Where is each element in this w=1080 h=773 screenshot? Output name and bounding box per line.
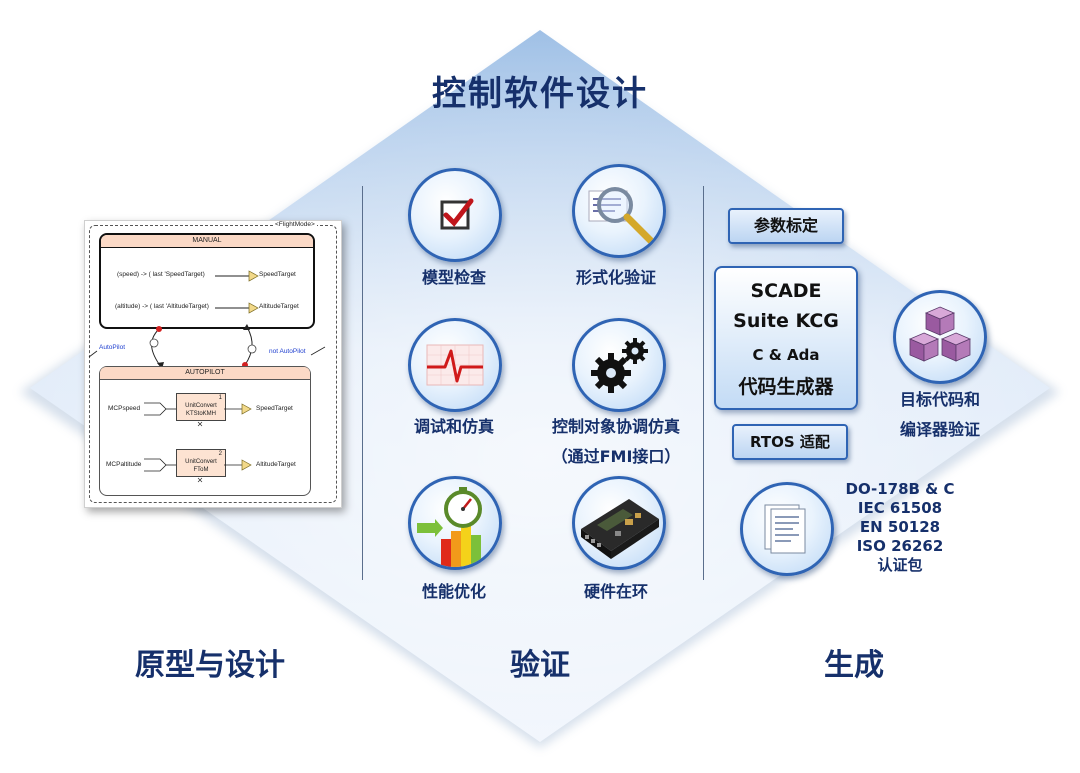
heartbeat-icon [408, 318, 502, 412]
autopilot-wires [144, 402, 252, 483]
frame-label: <FlightMode> [273, 221, 317, 228]
cert-line-en: EN 50128 [859, 518, 941, 536]
kcg-line3: C & Ada [752, 346, 820, 364]
state-manual-title: MANUAL [101, 235, 313, 248]
unit-convert-block-1: 1 UnitConvert KTStoKMH [176, 393, 226, 421]
state-machine-diagram: <FlightMode> MANUAL (speed) -> ( last 'S… [84, 220, 342, 508]
cert-line-do178: DO-178B & C [845, 480, 955, 498]
manual-row1-out: SpeedTarget [259, 271, 296, 278]
autopilot-in1: MCPspeed [108, 405, 141, 412]
document-icon [740, 482, 834, 576]
kcg-line2: Suite KCG [733, 310, 839, 332]
autopilot-out1: SpeedTarget [256, 405, 293, 412]
manual-row2-expr: (altitude) -> ( last 'AltitudeTarget) [115, 303, 209, 310]
verify-label-debug: 调试和仿真 [413, 417, 494, 436]
param-calibration-button[interactable]: 参数标定 [728, 208, 844, 244]
transition-autopilot: AutoPilot [99, 344, 126, 351]
state-autopilot: AUTOPILOT MCPspeed 1 UnitConvert KTStoKM… [99, 366, 311, 496]
target-label-line2: 编译器验证 [899, 420, 980, 439]
block1-sub: KTStoKMH [185, 411, 216, 417]
stopwatch-icon [408, 476, 502, 570]
verify-label-fmi: （通过FMI接口） [551, 447, 681, 466]
section-generation: 生成 [824, 648, 884, 683]
section-divider-right [703, 186, 704, 580]
block2-num: 2 [218, 451, 222, 457]
block1-name: UnitConvert [185, 403, 217, 409]
manual-arrows [215, 270, 259, 314]
checkbox-icon [408, 168, 502, 262]
transitions [88, 324, 326, 369]
target-label-line1: 目标代码和 [899, 390, 980, 409]
autopilot-out2: AltitudeTarget [256, 461, 296, 468]
section-divider-left [362, 186, 363, 580]
block2-name: UnitConvert [185, 459, 217, 465]
cubes-icon [893, 290, 987, 384]
section-prototype-design: 原型与设计 [135, 648, 285, 683]
transition-not-autopilot: not AutoPilot [269, 348, 306, 355]
magnifier-icon [572, 164, 666, 258]
block2-sub: FToM [193, 467, 209, 473]
gears-icon [572, 318, 666, 412]
cert-line-iso: ISO 26262 [856, 537, 944, 555]
flight-mode-frame [89, 225, 337, 503]
state-manual: MANUAL (speed) -> ( last 'SpeedTarget) S… [99, 233, 315, 329]
section-verification: 验证 [510, 648, 570, 683]
state-autopilot-title: AUTOPILOT [100, 367, 310, 380]
block1-num: 1 [218, 395, 222, 401]
kcg-line4: 代码生成器 [738, 376, 834, 398]
circuit-board-icon [572, 476, 666, 570]
verify-label-model-check: 模型检查 [421, 268, 486, 287]
page-title: 控制软件设计 [432, 74, 648, 114]
verify-label-cosim: 控制对象协调仿真 [551, 417, 680, 436]
kcg-code-generator-box: SCADE Suite KCG C & Ada 代码生成器 [714, 266, 858, 410]
rtos-adapter-button[interactable]: RTOS 适配 [732, 424, 848, 460]
manual-row1-expr: (speed) -> ( last 'SpeedTarget) [117, 271, 205, 278]
autopilot-in2: MCPaltitude [106, 461, 142, 468]
cert-line-iec: IEC 61508 [857, 499, 943, 517]
certification-list: DO-178B & C IEC 61508 EN 50128 ISO 26262… [830, 480, 970, 575]
manual-row2-out: AltitudeTarget [259, 303, 299, 310]
kcg-line1: SCADE [750, 280, 822, 302]
verify-label-hil: 硬件在环 [583, 582, 648, 601]
cert-line-package: 认证包 [877, 556, 923, 574]
verify-label-performance: 性能优化 [421, 582, 486, 601]
verify-label-formal: 形式化验证 [575, 268, 656, 287]
unit-convert-block-2: 2 UnitConvert FToM [176, 449, 226, 477]
